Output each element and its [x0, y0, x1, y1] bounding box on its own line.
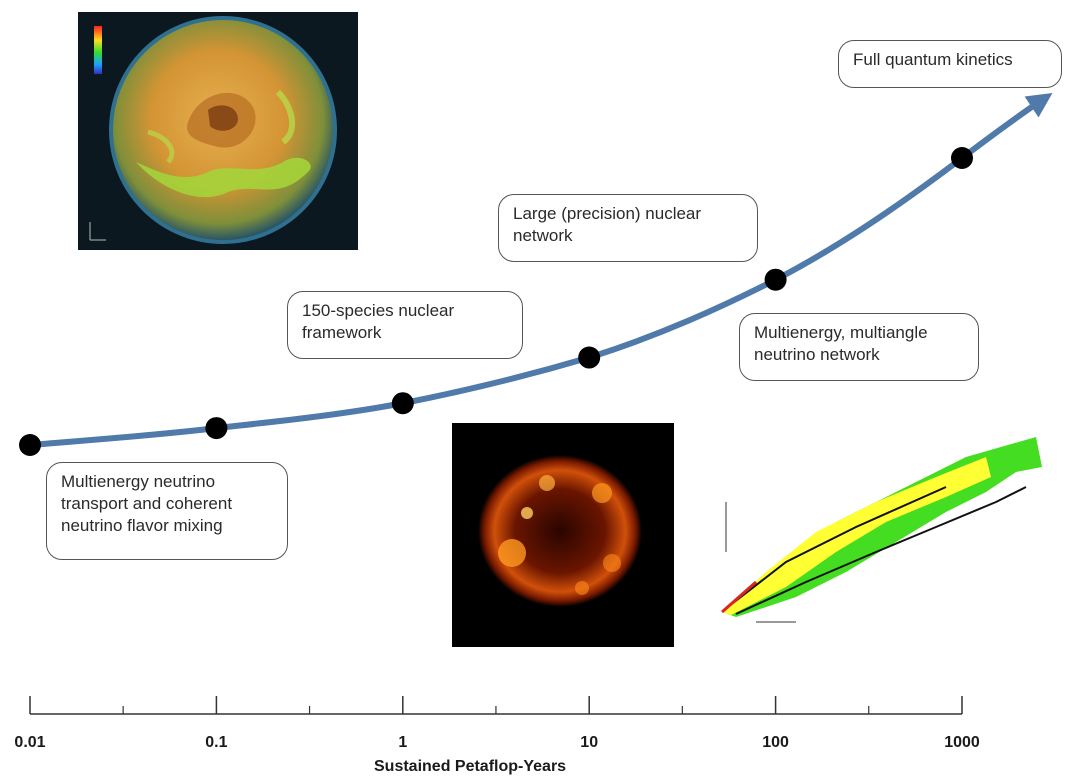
nucleosynthesis-chart	[716, 432, 1046, 632]
tick-label-1: 0.1	[205, 734, 228, 751]
tick-label-4: 100	[762, 734, 789, 751]
tick-label-3: 10	[580, 734, 599, 751]
tick-label-2: 1	[398, 734, 408, 751]
callout-quantum-kinetics: Full quantum kinetics	[838, 40, 1062, 88]
tick-label-0: 0.01	[14, 734, 46, 751]
trend-point-3	[578, 346, 601, 369]
callout-multiangle: Multienergy, multiangle neutrino network	[739, 313, 979, 381]
trend-point-1	[205, 417, 228, 440]
trend-curve	[27, 93, 1053, 448]
trend-point-5	[951, 147, 973, 170]
trend-point-2	[391, 392, 414, 415]
axis-title: Sustained Petaflop-Years	[374, 758, 567, 775]
trend-point-0	[19, 434, 41, 456]
callout-precision-network: Large (precision) nuclear network	[498, 194, 758, 262]
trend-point-4	[764, 268, 787, 291]
supernova-remnant-xray	[452, 423, 674, 647]
callout-150-species: 150-species nuclear framework	[287, 291, 523, 359]
tick-label-5: 1000	[944, 734, 980, 751]
supernova-simulation-render	[78, 12, 358, 250]
callout-neutrino-transport: Multienergy neutrino transport and coher…	[46, 462, 288, 560]
